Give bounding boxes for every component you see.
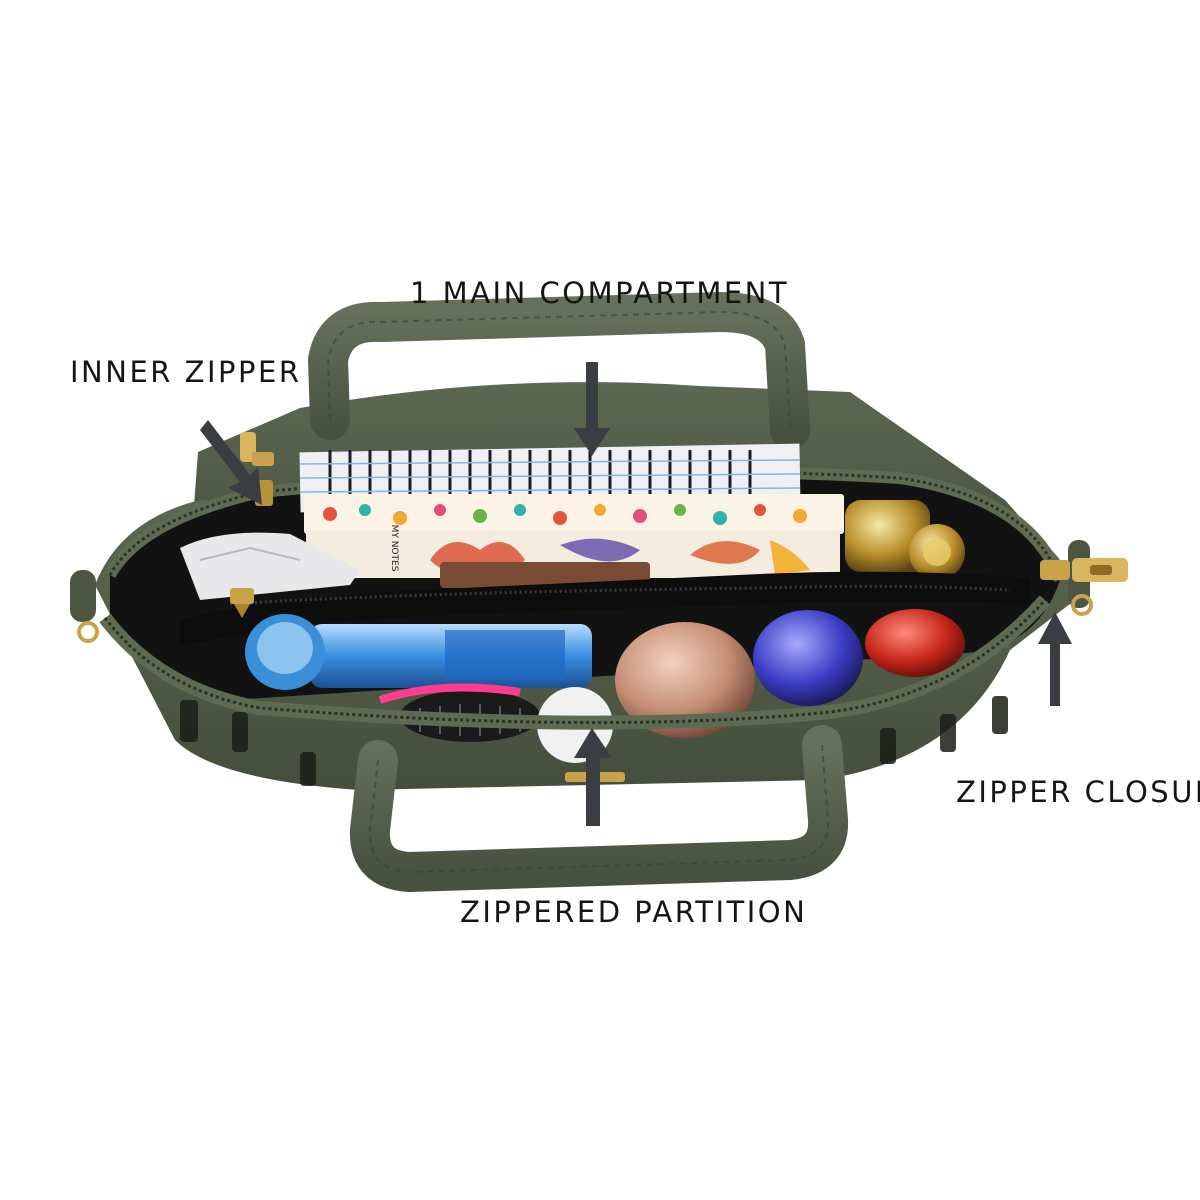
arrow-main-compartment bbox=[574, 362, 610, 456]
red-compact bbox=[865, 609, 965, 677]
woven-pattern bbox=[180, 696, 1008, 786]
arrow-zipper-closure bbox=[1038, 612, 1072, 706]
zippered-partition bbox=[180, 571, 1030, 646]
tissue-pack bbox=[180, 532, 360, 600]
blue-compact bbox=[753, 610, 863, 706]
perfume-bottle bbox=[845, 500, 965, 580]
arrow-inner-zipper bbox=[200, 420, 262, 505]
copper-compact bbox=[615, 622, 755, 738]
label-zipper-closure: ZIPPER CLOSURE bbox=[956, 775, 1200, 809]
wallet bbox=[440, 562, 650, 588]
notebook-cover-text: MY NOTES bbox=[389, 525, 399, 572]
strap-hardware-left bbox=[70, 570, 99, 643]
label-main-compartment: 1 MAIN COMPARTMENT bbox=[410, 276, 790, 310]
partition-zipper-pull bbox=[230, 588, 254, 618]
label-zippered-partition: ZIPPERED PARTITION bbox=[460, 895, 808, 929]
inner-zipper-pull bbox=[240, 432, 274, 506]
arrow-zippered-partition bbox=[574, 728, 612, 826]
label-inner-zipper: INNER ZIPPER bbox=[70, 355, 302, 389]
blue-spray-bottle bbox=[245, 614, 592, 690]
main-zipper-pull bbox=[1040, 558, 1128, 582]
